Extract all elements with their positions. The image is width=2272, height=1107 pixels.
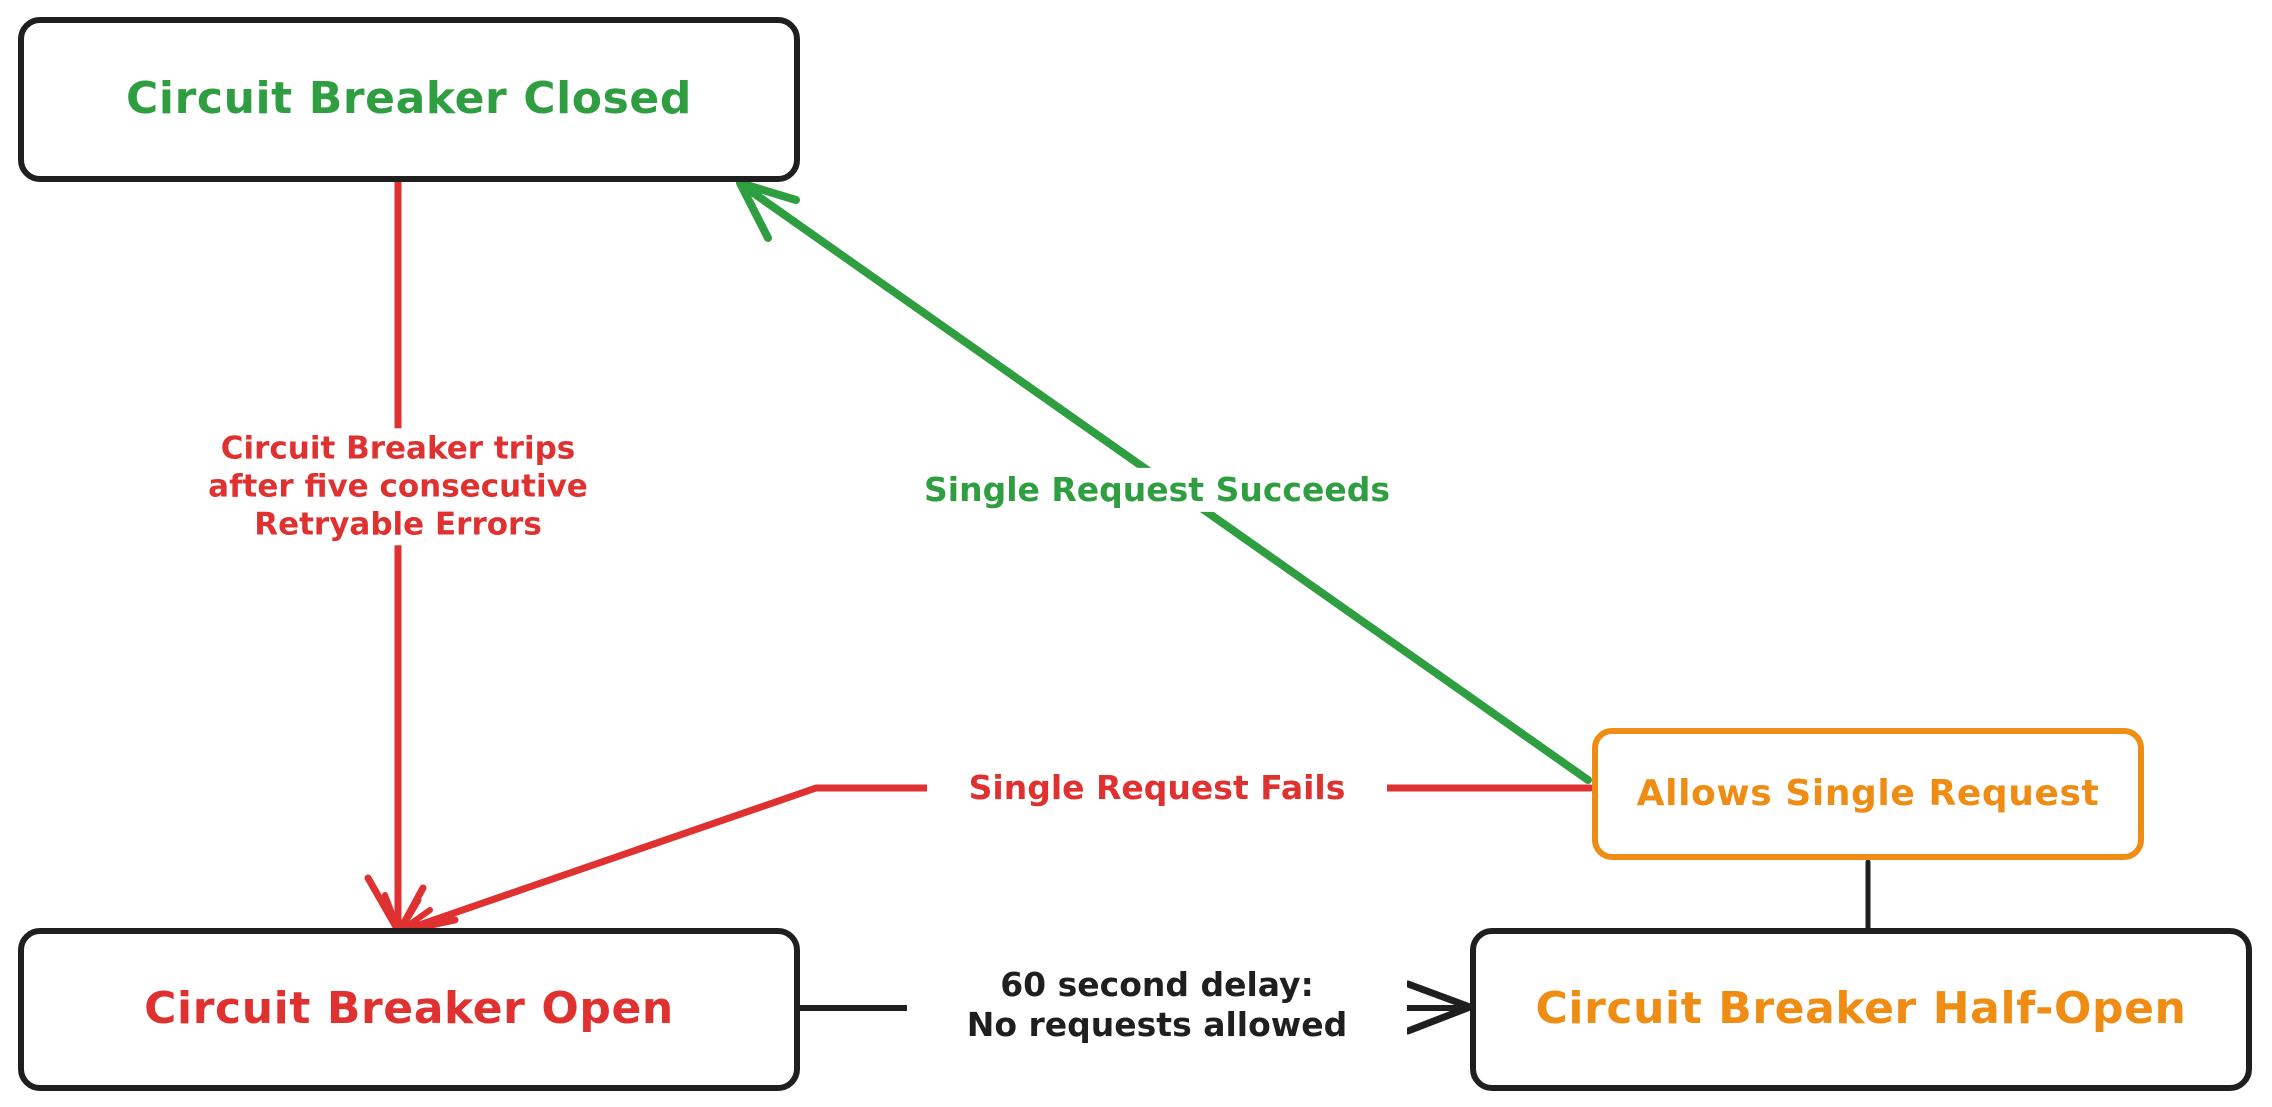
edge-closed-to-open xyxy=(364,178,433,936)
edge-label-allows-to-open: Single Request Fails xyxy=(927,765,1387,811)
edge-label-open-to-half-open: 60 second delay: No requests allowed xyxy=(907,962,1407,1048)
node-label-circuit-breaker-closed: Circuit Breaker Closed xyxy=(126,73,692,125)
edge-label-allows-to-closed: Single Request Succeeds xyxy=(907,467,1407,513)
node-label-circuit-breaker-open: Circuit Breaker Open xyxy=(144,983,674,1035)
node-label-circuit-breaker-half-open: Circuit Breaker Half-Open xyxy=(1535,983,2187,1035)
edge-label-closed-to-open: Circuit Breaker trips after five consecu… xyxy=(168,428,628,546)
node-label-allows-single-request: Allows Single Request xyxy=(1636,773,2100,815)
node-circuit-breaker-half-open[interactable]: Circuit Breaker Half-Open xyxy=(1470,928,2252,1091)
node-allows-single-request[interactable]: Allows Single Request xyxy=(1592,728,2144,860)
node-circuit-breaker-closed[interactable]: Circuit Breaker Closed xyxy=(18,17,800,182)
node-circuit-breaker-open[interactable]: Circuit Breaker Open xyxy=(18,928,800,1091)
